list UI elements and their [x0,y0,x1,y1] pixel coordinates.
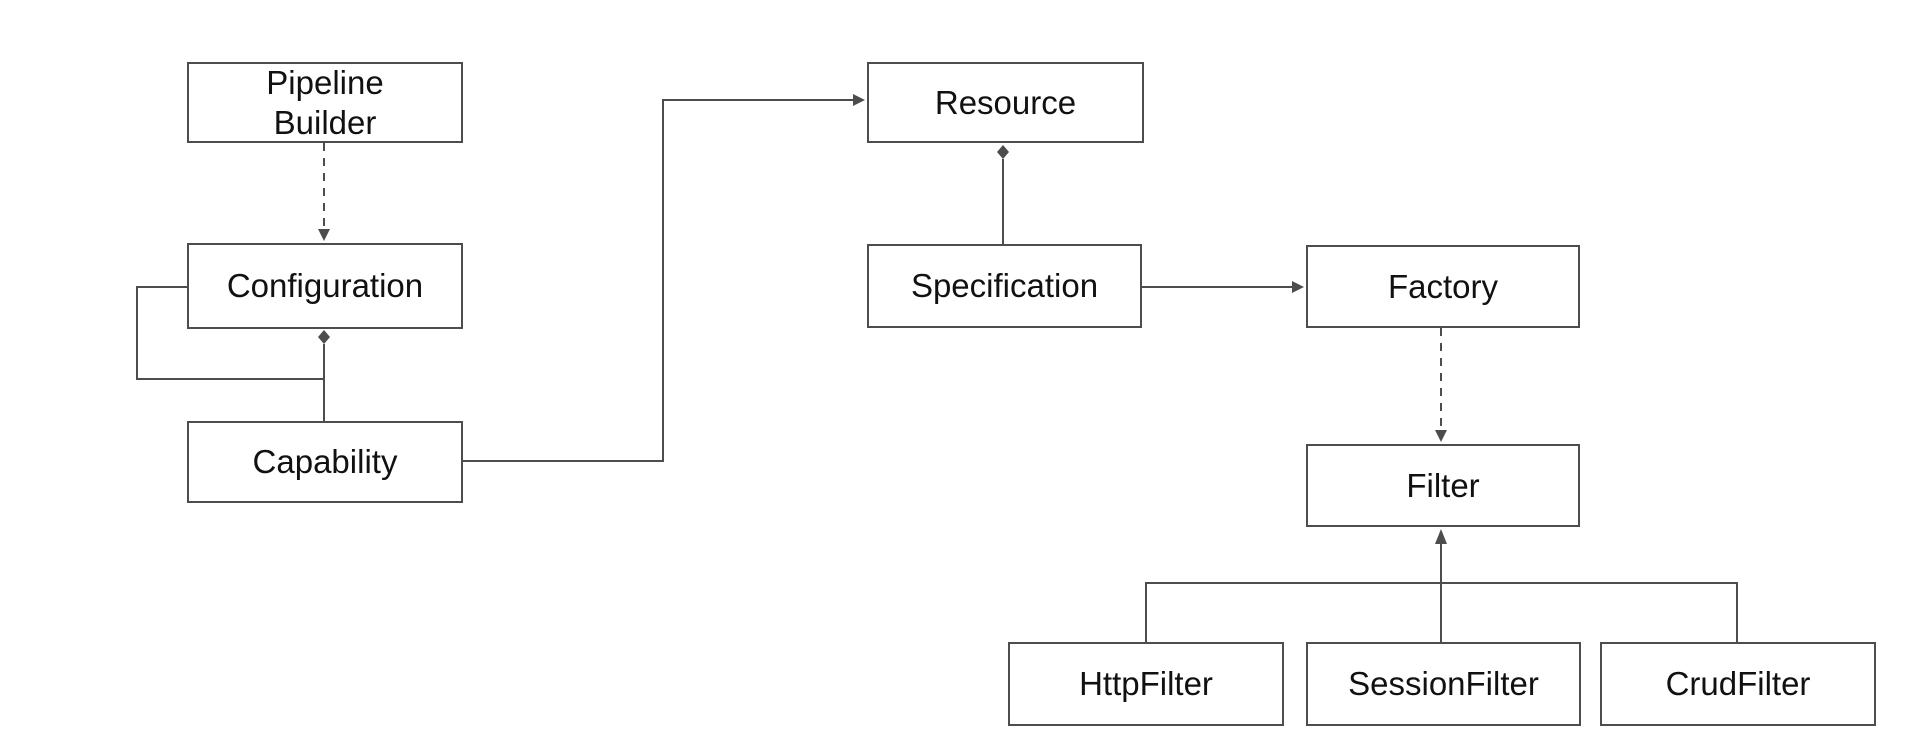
node-http-filter: HttpFilter [1008,642,1284,726]
node-pipeline-builder: Pipeline Builder [187,62,463,143]
node-factory: Factory [1306,245,1580,328]
node-capability: Capability [187,421,463,503]
node-resource: Resource [867,62,1144,143]
node-session-filter: SessionFilter [1306,642,1581,726]
node-crud-filter: CrudFilter [1600,642,1876,726]
node-specification: Specification [867,244,1142,328]
arrowhead-configuration-top [318,229,330,241]
edge-configuration-self-loop [136,286,324,380]
edge-capability-resource [463,99,853,462]
diamond-resource-bottom [997,145,1009,159]
arrowhead-filter-top [1435,430,1447,442]
node-filter: Filter [1306,444,1580,527]
arrowhead-resource-left [853,94,865,106]
triangle-filter-bottom [1435,529,1447,544]
node-configuration: Configuration [187,243,463,329]
diamond-configuration-bottom [318,330,330,344]
arrowhead-factory-left [1292,281,1304,293]
